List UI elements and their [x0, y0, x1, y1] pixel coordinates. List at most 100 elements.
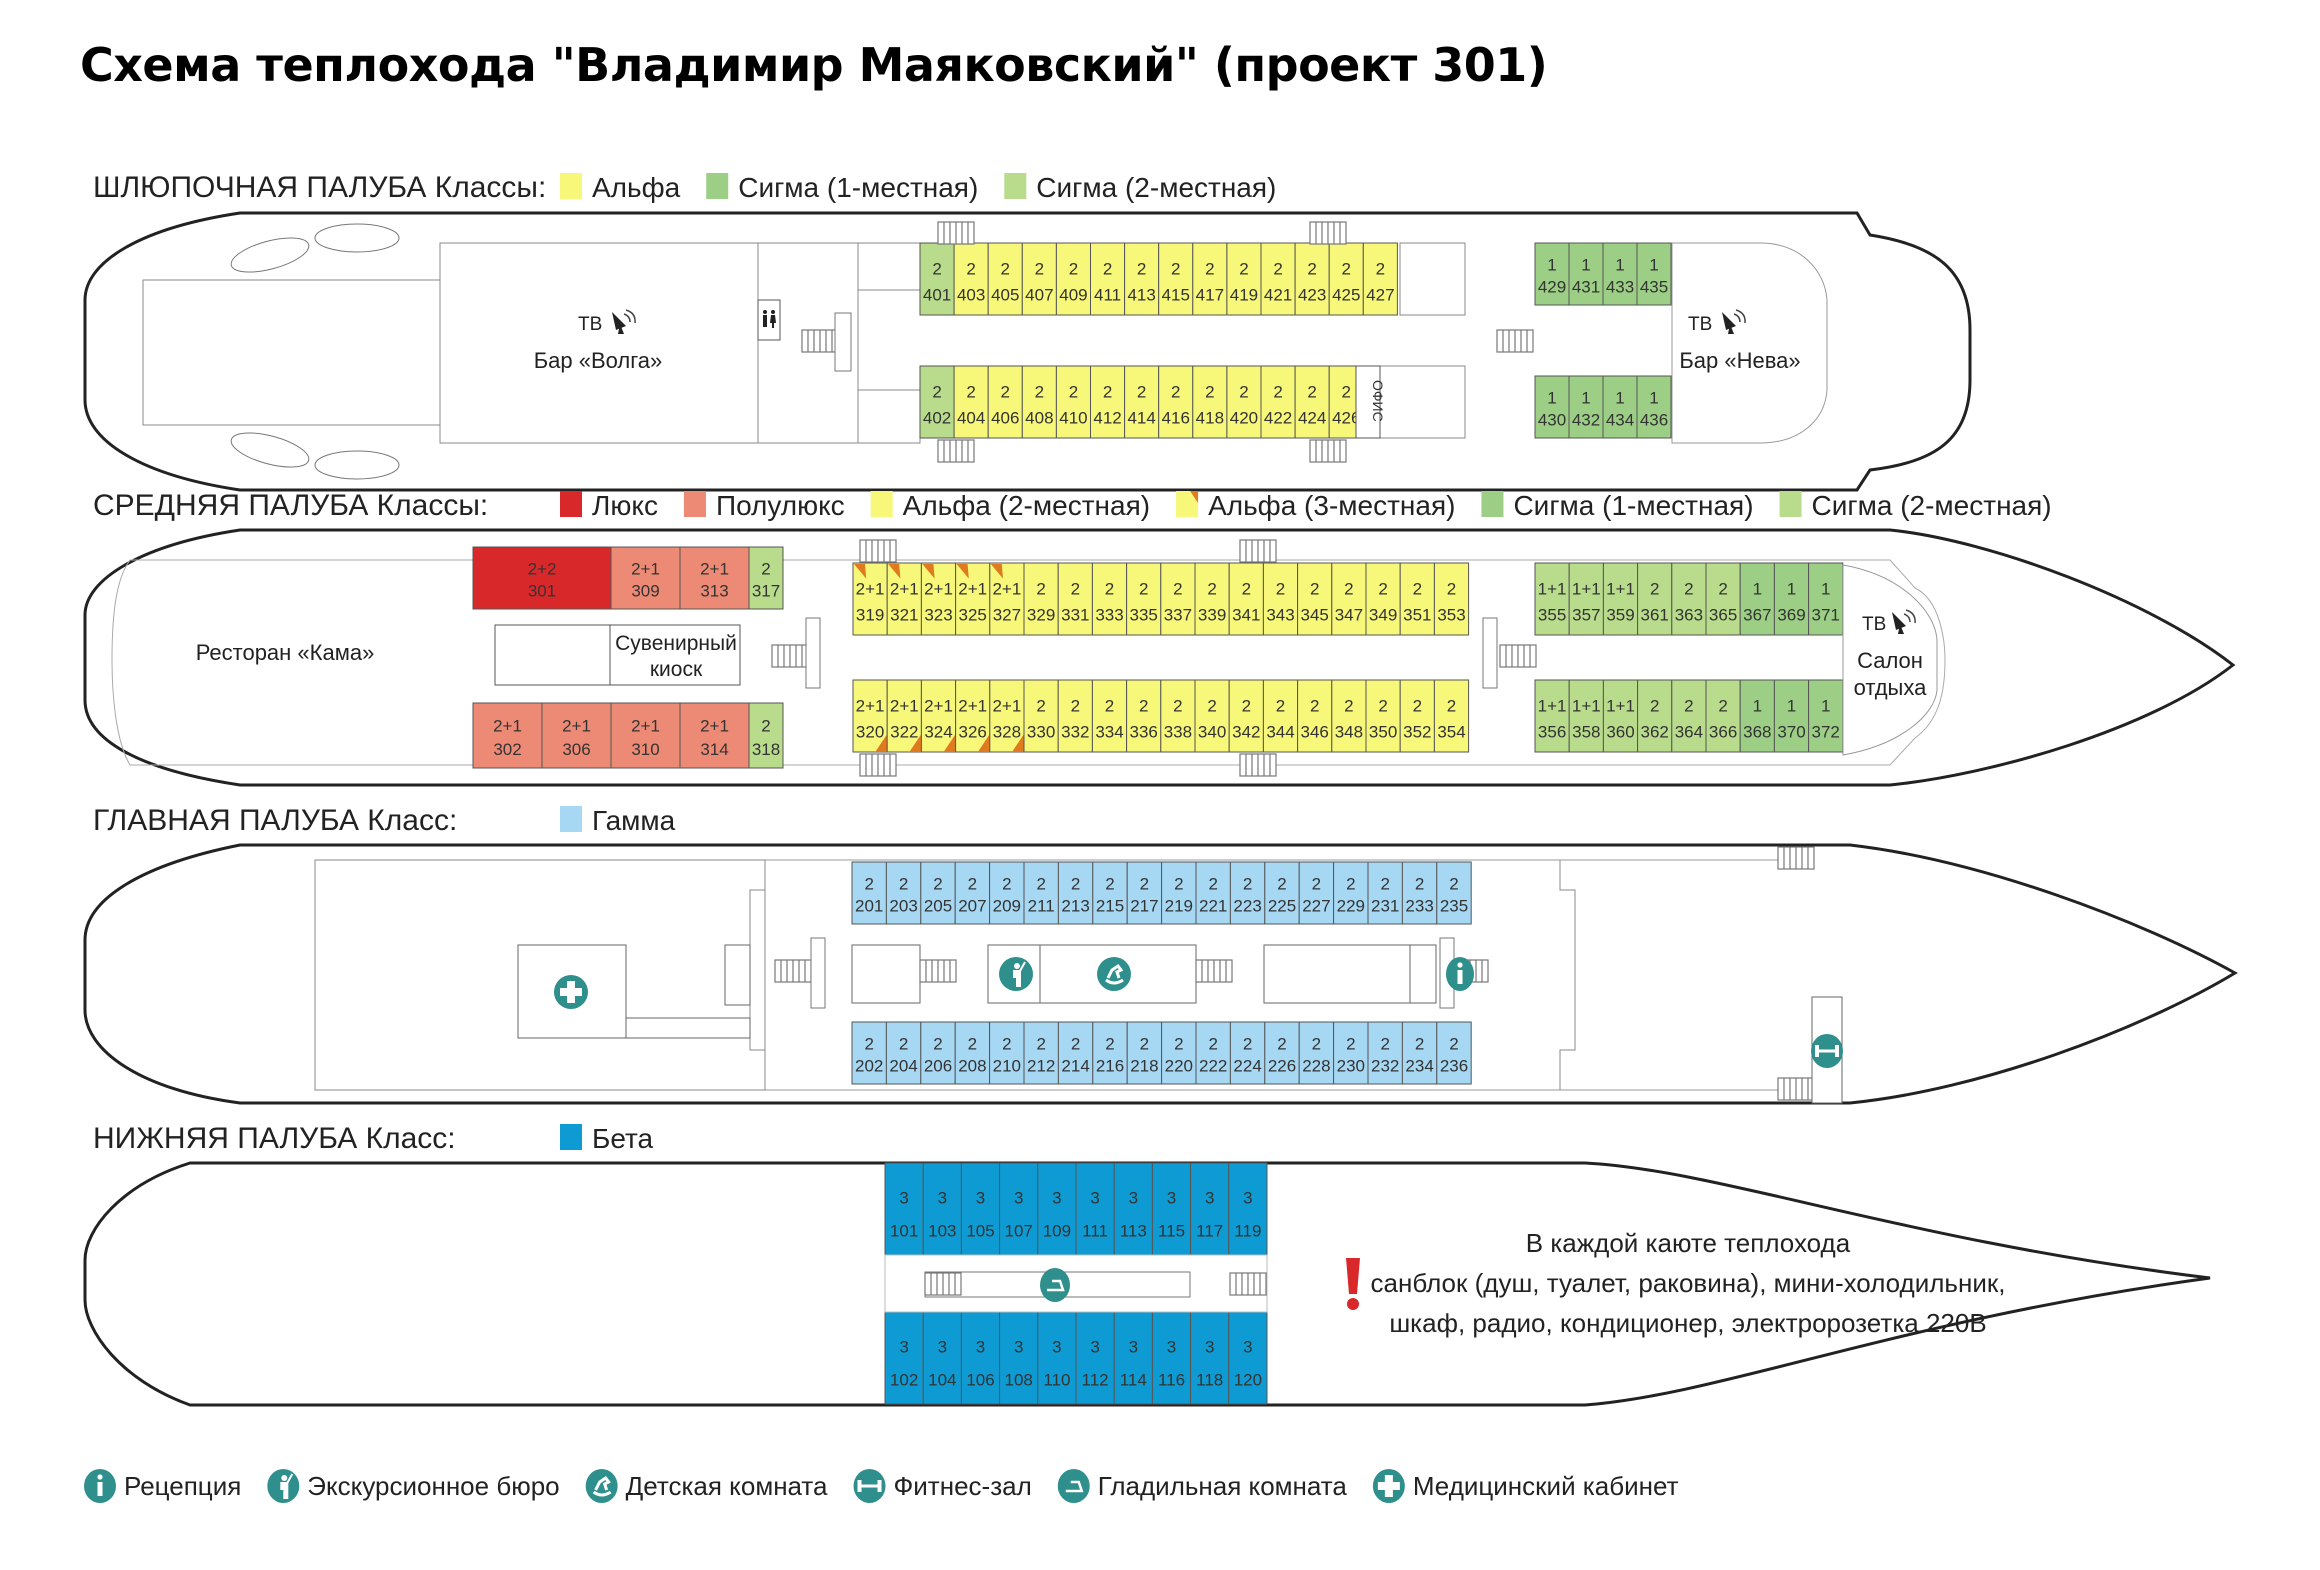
bar-volga[interactable] — [439, 242, 759, 444]
